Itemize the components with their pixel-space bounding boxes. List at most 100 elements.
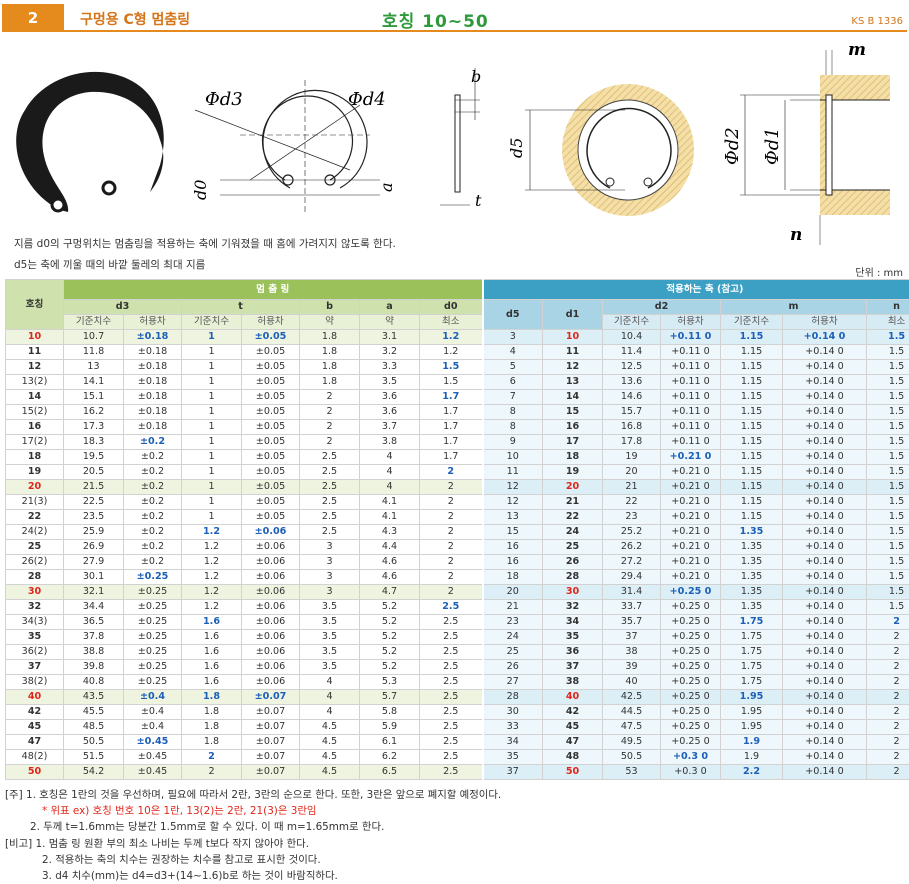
table-cell: 25	[543, 540, 603, 555]
unit-label: 단위 : mm	[855, 264, 903, 279]
table-cell: 1.5	[867, 570, 909, 585]
table-cell: 1.8	[182, 705, 242, 720]
table-cell: 4.3	[360, 525, 420, 540]
table-cell: 2.5	[420, 735, 483, 750]
table-cell: 2.5	[300, 480, 360, 495]
table-cell: 6	[483, 375, 543, 390]
table-cell: 22	[603, 495, 661, 510]
table-cell: 2	[420, 555, 483, 570]
table-cell: 2.5	[420, 705, 483, 720]
table-cell: ±0.05	[242, 375, 300, 390]
table-cell: 1	[182, 510, 242, 525]
table-cell: 6.2	[360, 750, 420, 765]
table-cell: 2	[867, 660, 909, 675]
table-cell: 13	[64, 360, 124, 375]
table-cell: 1.35	[721, 585, 783, 600]
table-cell: 1.2	[182, 540, 242, 555]
technical-figure: Φd3 Φd4 d0 a b t d5	[0, 34, 909, 246]
table-cell: 23	[603, 510, 661, 525]
table-cell: 2.5	[420, 645, 483, 660]
table-cell: 1.15	[721, 375, 783, 390]
table-cell: 2	[420, 540, 483, 555]
table-cell: ±0.05	[242, 345, 300, 360]
table-cell: 11.8	[64, 345, 124, 360]
th-t: t	[182, 300, 300, 315]
table-cell: 2	[867, 675, 909, 690]
th-sub: 기준치수	[64, 315, 124, 330]
table-cell: 24(2)	[6, 525, 64, 540]
table-cell: 36(2)	[6, 645, 64, 660]
table-cell: 1	[182, 375, 242, 390]
table-cell: 1.95	[721, 690, 783, 705]
table-cell: 16	[6, 420, 64, 435]
table-cell: ±0.25	[124, 675, 182, 690]
table-cell: 30	[483, 705, 543, 720]
section-title: 구멍용 C형 멈춤링	[80, 9, 190, 29]
table-cell: 1.8	[182, 735, 242, 750]
table-cell: 1	[182, 390, 242, 405]
table-cell: 16.8	[603, 420, 661, 435]
table-cell: 1.6	[182, 660, 242, 675]
table-cell: 3	[300, 540, 360, 555]
table-cell: 1.15	[721, 480, 783, 495]
table-cell: 51.5	[64, 750, 124, 765]
label-d5: d5	[507, 138, 526, 158]
table-cell: 26.2	[603, 540, 661, 555]
table-cell: 1.95	[721, 720, 783, 735]
table-cell: 2	[867, 645, 909, 660]
table-cell: 28	[543, 570, 603, 585]
table-cell: 40	[6, 690, 64, 705]
table-cell: +0.25 0	[661, 690, 721, 705]
table-cell: ±0.25	[124, 570, 182, 585]
table-cell: 11	[543, 345, 603, 360]
table-cell: 34.4	[64, 600, 124, 615]
table-cell: 2	[300, 390, 360, 405]
table-cell: 4.7	[360, 585, 420, 600]
table-cell: 1.7	[420, 420, 483, 435]
table-cell: ±0.25	[124, 600, 182, 615]
table-cell: 3.8	[360, 435, 420, 450]
table-cell: 2	[867, 615, 909, 630]
table-cell: 50	[543, 765, 603, 780]
table-cell: ±0.45	[124, 765, 182, 780]
table-cell: 28	[483, 690, 543, 705]
table-cell: 50	[6, 765, 64, 780]
caption-d5: d5는 축에 끼울 때의 바깥 둘레의 최대 지름	[14, 257, 205, 272]
table-cell: 1.5	[867, 450, 909, 465]
table-cell: 10	[483, 450, 543, 465]
table-cell: 19	[603, 450, 661, 465]
table-cell: 32.1	[64, 585, 124, 600]
table-cell: 13.6	[603, 375, 661, 390]
table-cell: 14.6	[603, 390, 661, 405]
table-cell: 1.5	[867, 465, 909, 480]
table-cell: 2	[182, 765, 242, 780]
table-cell: 4	[360, 450, 420, 465]
table-cell: +0.14 0	[783, 420, 867, 435]
th-d5: d5	[483, 300, 543, 330]
table-cell: 17.3	[64, 420, 124, 435]
table-cell: 1.6	[182, 675, 242, 690]
table-cell: ±0.06	[242, 675, 300, 690]
table-cell: +0.14 0	[783, 555, 867, 570]
table-cell: 42	[6, 705, 64, 720]
table-cell: 1.75	[721, 645, 783, 660]
table-cell: 20	[543, 480, 603, 495]
table-cell: 2.5	[420, 720, 483, 735]
page-header: 2 구멍용 C형 멈춤링 호칭 10~50 KS B 1336	[2, 4, 907, 32]
table-cell: 19.5	[64, 450, 124, 465]
table-cell: 12	[6, 360, 64, 375]
table-cell: ±0.18	[124, 405, 182, 420]
table-cell: ±0.18	[124, 390, 182, 405]
table-cell: 1.8	[300, 375, 360, 390]
table-cell: 1.6	[182, 615, 242, 630]
table-cell: 23	[483, 615, 543, 630]
th-d0: d0	[420, 300, 483, 315]
table-cell: 21	[543, 495, 603, 510]
